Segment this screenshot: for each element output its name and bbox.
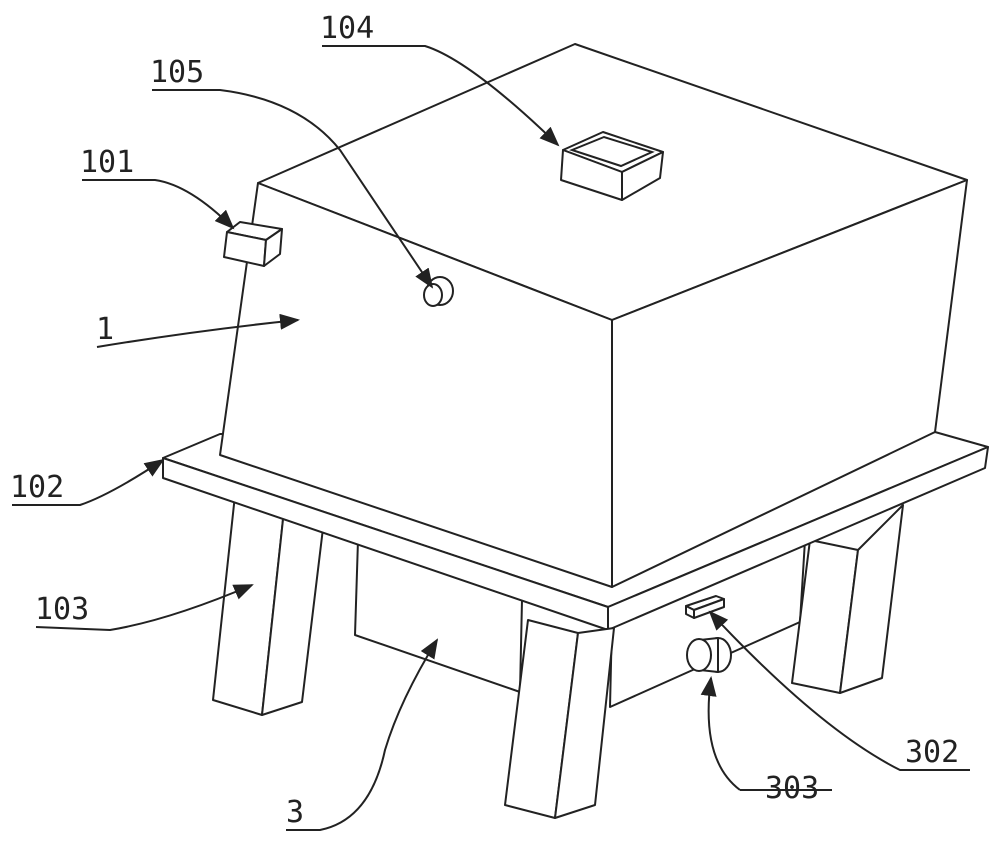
label-1: 1: [96, 315, 114, 345]
label-102: 102: [10, 473, 64, 503]
label-303: 303: [765, 774, 819, 804]
knob-303: [687, 638, 731, 672]
label-302: 302: [905, 738, 959, 768]
sensor-101: [224, 222, 282, 266]
label-103: 103: [35, 595, 89, 625]
label-101: 101: [80, 148, 134, 178]
label-105: 105: [150, 58, 204, 88]
label-104: 104: [320, 14, 374, 44]
label-3: 3: [286, 798, 304, 828]
